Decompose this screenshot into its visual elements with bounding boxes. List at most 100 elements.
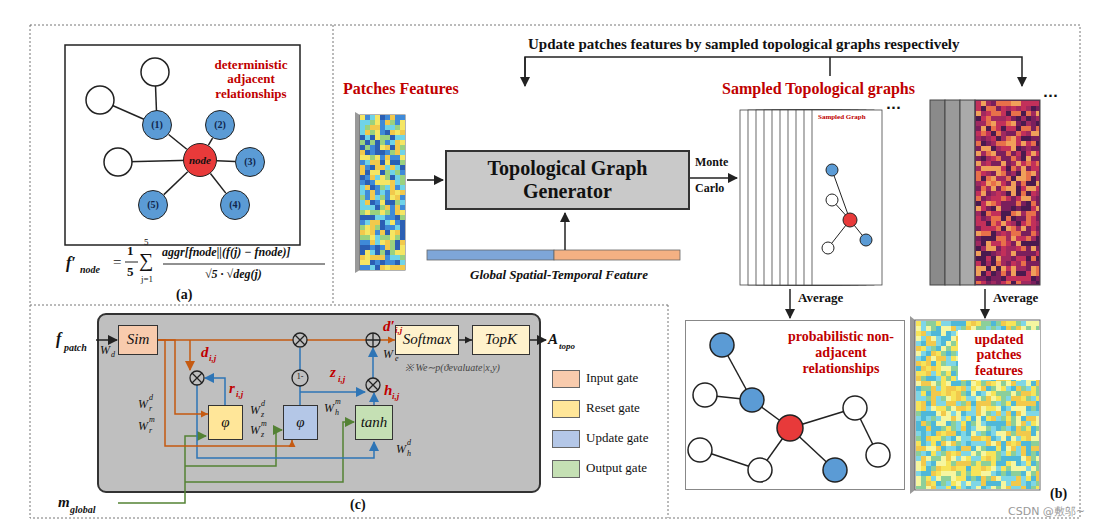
label: W — [138, 398, 148, 411]
label: Sampled Graph — [818, 114, 866, 122]
arrowhead — [289, 440, 296, 447]
label: m — [149, 416, 155, 425]
connector — [217, 160, 235, 162]
node-text: (4) — [229, 199, 241, 211]
label: m — [261, 420, 267, 429]
relation-panel: probabilistic non-adjacent relationships — [685, 320, 905, 490]
label: aggr[fnode||(f(j) − fnode)] — [162, 246, 291, 259]
generator-box: Topological Graph Generator — [445, 150, 690, 210]
label: i,j — [236, 390, 243, 400]
label: Sampled Topological graphs — [722, 80, 915, 98]
label: 5 — [144, 238, 149, 248]
node-text: tanh — [361, 414, 388, 431]
label: d — [149, 394, 153, 403]
label: z — [261, 411, 264, 420]
node-text: TopK — [485, 331, 517, 348]
label: r — [229, 380, 235, 397]
label: W — [138, 420, 148, 433]
label: global — [70, 504, 96, 515]
graph-node: (4) — [220, 190, 250, 220]
label: z — [330, 364, 336, 381]
arrowhead — [201, 411, 208, 418]
label: r — [149, 405, 152, 414]
label: d — [407, 439, 411, 448]
label: A — [548, 331, 558, 348]
label: Update patches features by sampled topol… — [528, 36, 960, 53]
label: W — [396, 443, 406, 456]
label: Carlo — [695, 182, 724, 195]
gate-box: φ — [283, 405, 318, 440]
label: 1 — [127, 244, 134, 258]
node-text: (5) — [147, 199, 159, 211]
label: ※ We∼p(ϑevaluate|x,y) — [405, 362, 500, 373]
legend-text: Output gate — [586, 461, 647, 475]
label: j=1 — [141, 275, 153, 285]
label: ∑ — [139, 249, 153, 271]
gate-box: TopK — [472, 325, 530, 355]
label: z — [261, 431, 264, 440]
node-text: Sim — [127, 331, 150, 348]
label: i,j — [395, 326, 402, 336]
label: W — [250, 424, 260, 437]
label: Global Spatial-Temporal Feature — [470, 268, 648, 282]
node-text: Topological Graph Generator — [453, 157, 682, 203]
label: e — [395, 355, 399, 364]
label: r — [149, 427, 152, 436]
label: node — [80, 264, 100, 275]
label: h — [384, 382, 392, 399]
legend-text: Update gate — [586, 431, 648, 445]
center-node: node — [183, 143, 217, 177]
legend-text: Reset gate — [586, 401, 640, 415]
label: h — [335, 409, 339, 418]
node-text: node — [189, 154, 211, 167]
connector — [158, 340, 292, 446]
gate-box: φ — [208, 405, 243, 440]
arrowhead — [465, 337, 472, 344]
label: 1- — [292, 373, 308, 382]
node-text: probabilistic non-adjacent relationships — [786, 329, 896, 377]
label: = — [113, 254, 121, 271]
connector — [158, 339, 395, 341]
label: d′ — [383, 318, 395, 335]
label: (a) — [176, 287, 192, 302]
graph-node: (2) — [205, 110, 235, 140]
arrowhead — [388, 337, 395, 344]
label: √5 · √deg(j) — [205, 268, 262, 281]
label: Monte — [695, 156, 728, 169]
gate-box: Softmax — [395, 325, 459, 355]
node-text: φ — [221, 414, 229, 431]
label: updated patches features — [958, 330, 1040, 380]
label: ... — [886, 98, 901, 112]
label: h — [407, 450, 411, 459]
label: f — [56, 330, 61, 348]
legend-swatch — [552, 400, 580, 418]
label: i,j — [209, 354, 216, 364]
label: (c) — [350, 497, 366, 512]
label: i,j — [338, 375, 345, 385]
graph-node: (5) — [138, 190, 168, 220]
label: m — [58, 494, 70, 511]
label: d — [261, 400, 265, 409]
label: W — [250, 404, 260, 417]
node-text: (3) — [244, 156, 256, 168]
gate-box: Sim — [118, 325, 158, 355]
connector — [164, 172, 188, 195]
label: d — [201, 344, 209, 361]
label: Patches Features — [343, 80, 459, 98]
label: f′ — [66, 254, 76, 272]
label: m — [335, 398, 341, 407]
node-text: (1) — [151, 119, 163, 131]
connector — [169, 134, 187, 149]
legend-swatch — [552, 460, 580, 478]
label: CSDN @敷邬~ — [1008, 506, 1085, 518]
legend-swatch — [552, 430, 580, 448]
connector — [208, 138, 212, 145]
label: deterministic adjacent relationships — [205, 58, 297, 101]
label: W — [324, 402, 334, 415]
label: Average — [993, 291, 1038, 305]
label: ... — [1043, 86, 1058, 100]
label: i,j — [392, 392, 399, 402]
gate-box: tanh — [355, 405, 393, 440]
node-text: (2) — [214, 119, 226, 131]
